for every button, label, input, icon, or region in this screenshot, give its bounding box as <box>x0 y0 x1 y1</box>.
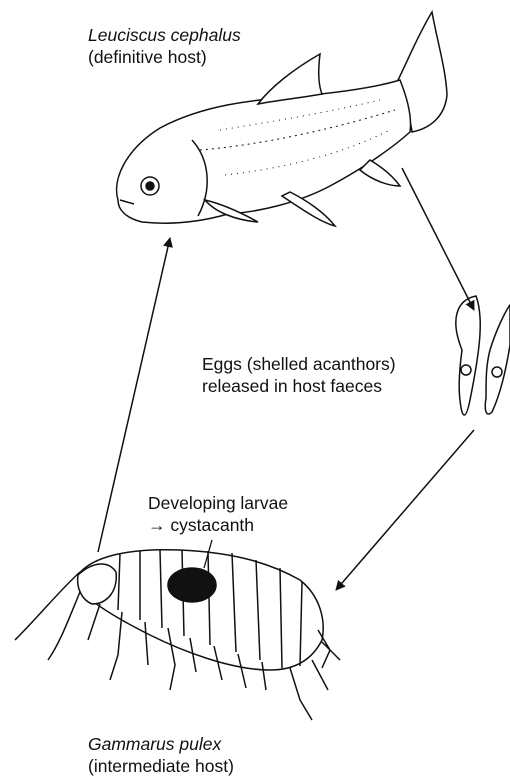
arrow-eggs-to-amphipod <box>336 430 474 590</box>
egg-left <box>456 296 480 415</box>
amphipod-body <box>78 550 323 670</box>
amphipod-antenna-1 <box>15 572 80 640</box>
amphipod-illustration <box>15 550 340 720</box>
egg-right <box>485 305 510 414</box>
fish-illustration <box>117 12 447 226</box>
fish-pelvic-fin <box>282 192 335 226</box>
eggs-illustration <box>456 296 510 415</box>
arrow-amphipod-to-fish <box>98 238 170 552</box>
cystacanth-blob <box>168 568 216 602</box>
fish-pupil <box>146 182 154 190</box>
fish-anal-fin <box>360 160 400 186</box>
amphipod-tail <box>318 630 340 668</box>
arrow-fish-to-eggs <box>402 168 474 310</box>
